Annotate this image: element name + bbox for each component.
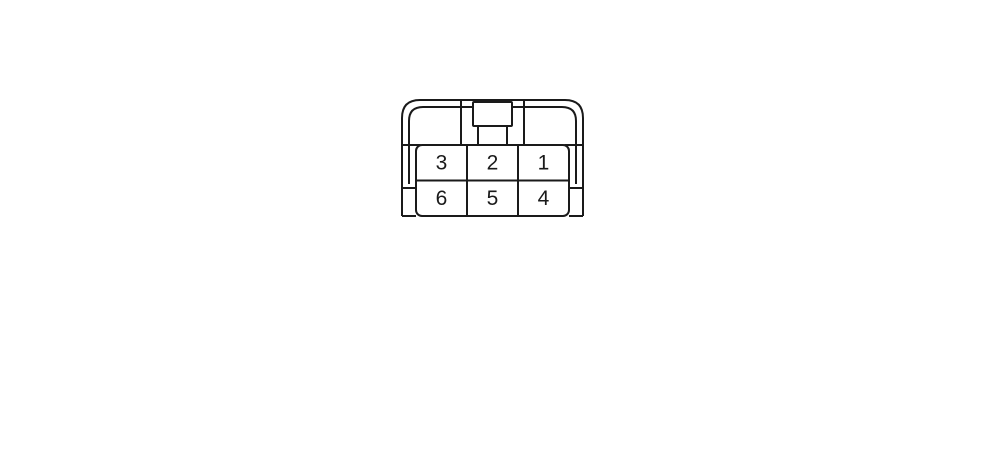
pin-legend-entry-5 bbox=[520, 276, 628, 304]
pin-number-6: 6 bbox=[436, 187, 448, 210]
connector-diagram: 3 2 1 6 5 4 bbox=[390, 88, 595, 228]
pin-legend-right bbox=[520, 248, 628, 332]
pin-legend-left bbox=[22, 248, 130, 332]
pin-number-5: 5 bbox=[487, 187, 499, 210]
pin-legend-entry-1 bbox=[22, 248, 130, 276]
pin-number-4: 4 bbox=[538, 187, 550, 210]
pin-number-2: 2 bbox=[487, 152, 499, 175]
pin-legend-entry-2 bbox=[22, 276, 130, 304]
pin-legend-entry-4 bbox=[520, 248, 628, 276]
pin-legend-entry-6 bbox=[520, 304, 628, 332]
connector-title-row bbox=[147, 10, 165, 40]
pin-number-1: 1 bbox=[538, 152, 550, 175]
pin-number-3: 3 bbox=[436, 152, 448, 175]
pin-legend-entry-3 bbox=[22, 304, 130, 332]
